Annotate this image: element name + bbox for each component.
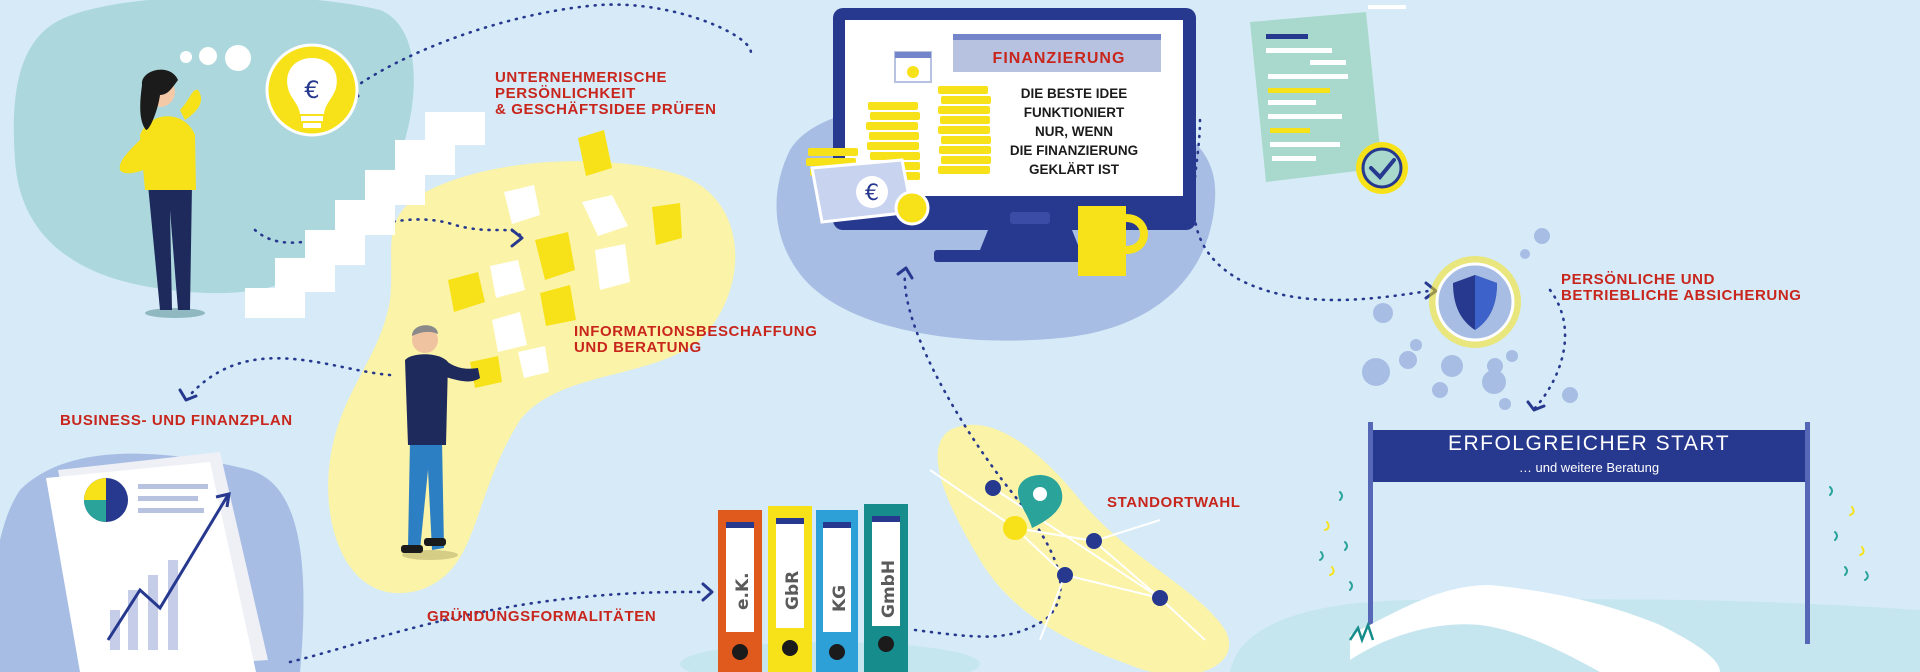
step-personality-line: & GESCHÄFTSIDEE PRÜFEN (495, 101, 717, 118)
monitor-message: DIE BESTE IDEE FUNKTIONIERT NUR, WENN DI… (990, 84, 1158, 179)
business-plan-document (46, 452, 268, 672)
binder-ek: e.K. (718, 510, 762, 672)
binder-label: KG (830, 585, 850, 612)
binder-label: GbR (783, 571, 803, 610)
binders: e.K. GbR KG GmbH (718, 504, 908, 672)
step-insurance-line: PERSÖNLICHE UND (1561, 271, 1716, 288)
step-formalities-text: GRÜNDUNGSFORMALITÄTEN (427, 608, 657, 625)
thinking-woman-figure (119, 45, 251, 318)
binder-label: e.K. (733, 572, 753, 610)
step-location-text: STANDORTWAHL (1107, 494, 1241, 511)
monitor-message-line: NUR, WENN (1035, 124, 1113, 139)
step-business-plan-text: BUSINESS- UND FINANZPLAN (60, 412, 293, 429)
confetti (1319, 486, 1869, 591)
step-personality-line: UNTERNEHMERISCHE (495, 69, 668, 86)
monitor-title: FINANZIERUNG (992, 50, 1126, 67)
binder-kg: KG (816, 510, 858, 672)
svg-text:€: € (304, 76, 319, 104)
svg-text:€: € (865, 181, 879, 206)
location-network (929, 469, 1206, 641)
step-information-line: INFORMATIONSBESCHAFFUNG (574, 323, 818, 340)
step-personality-line: PERSÖNLICHKEIT (495, 85, 636, 102)
insurance-bubbles (1362, 228, 1578, 410)
step-formalities-label: GRÜNDUNGSFORMALITÄTEN (427, 609, 656, 625)
step-location-label: STANDORTWAHL (1107, 495, 1241, 511)
finish-line-gate (1348, 422, 1810, 672)
finish-banner-title: ERFOLGREICHER START (1447, 432, 1731, 455)
stairs (245, 112, 485, 318)
step-insurance-line: BETRIEBLICHE ABSICHERUNG (1561, 287, 1802, 304)
finish-banner-subtitle: … und weitere Beratung (1518, 460, 1660, 475)
coffee-mug (1078, 206, 1148, 276)
binder-gbr: GbR (768, 506, 812, 672)
lightbulb-euro-icon: € (265, 43, 359, 137)
checklist-document (1250, 5, 1408, 194)
map-pin-icon (1003, 475, 1063, 540)
binder-gmbh: GmbH (864, 504, 908, 672)
monitor-message-line: GEKLÄRT IST (1029, 162, 1119, 177)
step-personality-label: UNTERNEHMERISCHE PERSÖNLICHKEIT & GESCHÄ… (495, 70, 717, 118)
reading-man-figure (401, 325, 480, 560)
euro-banknote-icon: € (810, 158, 930, 226)
step-information-label: INFORMATIONSBESCHAFFUNG UND BERATUNG (574, 324, 818, 356)
monitor-message-line: FUNKTIONIERT (1023, 105, 1125, 120)
binder-label: GmbH (879, 560, 899, 618)
flying-papers (448, 130, 682, 388)
step-information-line: UND BERATUNG (574, 339, 702, 356)
checkmark-icon (1356, 142, 1408, 194)
monitor-message-line: DIE BESTE IDEE (1020, 86, 1128, 101)
step-business-plan-label: BUSINESS- UND FINANZPLAN (60, 413, 293, 429)
monitor-message-line: DIE FINANZIERUNG (1009, 143, 1139, 158)
pie-chart-icon (84, 478, 128, 522)
step-insurance-label: PERSÖNLICHE UND BETRIEBLICHE ABSICHERUNG (1561, 272, 1802, 304)
shield-icon (1429, 256, 1521, 348)
